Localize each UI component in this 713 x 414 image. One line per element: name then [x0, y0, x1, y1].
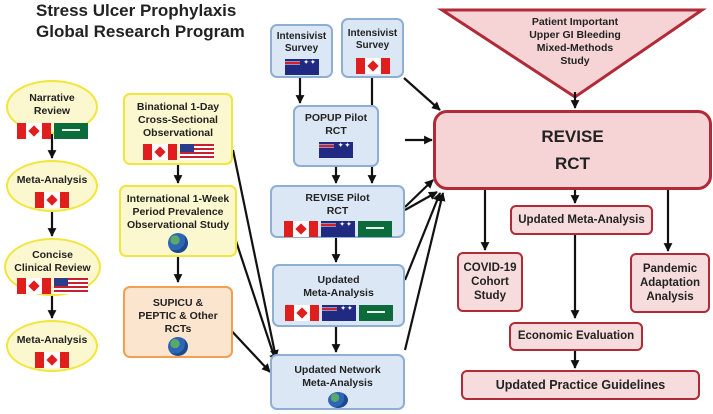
canada-flag-icon	[355, 58, 390, 74]
economic-evaluation-node: Economic Evaluation	[509, 322, 643, 351]
intensivist-survey-au-label: Intensivist Survey	[276, 31, 327, 54]
binational-study-node: Binational 1-Day Cross-Sectional Observa…	[123, 93, 233, 165]
narrative-review-node: Narrative Review	[6, 80, 98, 139]
binational-study-label: Binational 1-Day Cross-Sectional Observa…	[136, 101, 220, 139]
updated-meta-blue-node: Updated Meta-Analysis	[272, 264, 405, 327]
usa-flag-icon	[54, 278, 88, 294]
economic-evaluation-label: Economic Evaluation	[517, 330, 635, 342]
canada-flag-icon	[283, 221, 318, 237]
updated-meta-red-node: Updated Meta-Analysis	[510, 205, 653, 235]
globe-icon	[168, 337, 188, 356]
updated-network-label: Updated Network Meta-Analysis	[294, 364, 381, 389]
australia-flag-icon	[284, 59, 319, 75]
updated-network-node: Updated Network Meta-Analysis	[270, 354, 405, 410]
supicu-peptic-node: SUPICU & PEPTIC & Other RCTs	[123, 286, 233, 358]
usa-flag-icon	[179, 144, 214, 160]
canada-flag-icon	[16, 123, 51, 139]
narrative-review-label: Narrative Review	[29, 92, 75, 117]
saudi-arabia-flag-icon	[358, 305, 393, 321]
globe-icon	[168, 233, 188, 253]
canada-flag-icon	[284, 305, 319, 321]
concise-clinical-review-node: Concise Clinical Review	[4, 238, 101, 296]
intensivist-survey-ca-label: Intensivist Survey	[347, 28, 398, 51]
revise-pilot-node: REVISE Pilot RCT	[270, 185, 405, 238]
title-line-1: Stress Ulcer Prophylaxis	[36, 1, 237, 20]
updated-meta-red-label: Updated Meta-Analysis	[518, 213, 645, 226]
meta-analysis-1-node: Meta-Analysis	[6, 160, 98, 212]
practice-guidelines-label: Updated Practice Guidelines	[495, 377, 666, 392]
covid-cohort-label: COVID-19 Cohort Study	[463, 262, 517, 302]
practice-guidelines-node: Updated Practice Guidelines	[461, 370, 700, 400]
canada-flag-icon	[35, 192, 69, 208]
intensivist-survey-au-node: Intensivist Survey	[270, 24, 333, 78]
revise-pilot-label: REVISE Pilot RCT	[305, 192, 370, 217]
concise-clinical-review-label: Concise Clinical Review	[14, 249, 91, 274]
canada-flag-icon	[35, 352, 69, 368]
canada-flag-icon	[142, 144, 177, 160]
patient-study-label: Patient Important Upper GI Bleeding Mixe…	[529, 16, 621, 67]
meta-analysis-2-label: Meta-Analysis	[16, 334, 88, 346]
covid-cohort-node: COVID-19 Cohort Study	[457, 252, 523, 312]
updated-meta-blue-label: Updated Meta-Analysis	[303, 274, 374, 299]
popup-pilot-label: POPUP Pilot RCT	[304, 112, 368, 137]
pandemic-adaptation-label: Pandemic Adaptation Analysis	[639, 263, 701, 303]
canada-flag-icon	[17, 278, 51, 294]
australia-flag-icon	[319, 142, 353, 158]
revise-rct-label: REVISE RCT	[541, 127, 604, 173]
pandemic-adaptation-node: Pandemic Adaptation Analysis	[630, 253, 710, 313]
meta-analysis-1-label: Meta-Analysis	[16, 174, 88, 186]
popup-pilot-node: POPUP Pilot RCT	[293, 105, 379, 167]
intensivist-survey-ca-node: Intensivist Survey	[341, 18, 404, 78]
australia-flag-icon	[321, 305, 356, 321]
international-study-label: International 1-Week Period Prevalence O…	[126, 193, 230, 231]
meta-analysis-2-node: Meta-Analysis	[6, 320, 98, 372]
saudi-arabia-flag-icon	[357, 221, 392, 237]
australia-flag-icon	[320, 221, 355, 237]
page-title: Stress Ulcer Prophylaxis Global Research…	[36, 0, 245, 42]
revise-rct-node: REVISE RCT	[433, 110, 712, 190]
saudi-arabia-flag-icon	[53, 123, 88, 139]
international-study-node: International 1-Week Period Prevalence O…	[119, 185, 237, 257]
title-line-2: Global Research Program	[36, 22, 245, 41]
supicu-peptic-label: SUPICU & PEPTIC & Other RCTs	[138, 297, 218, 335]
globe-icon	[327, 392, 348, 408]
